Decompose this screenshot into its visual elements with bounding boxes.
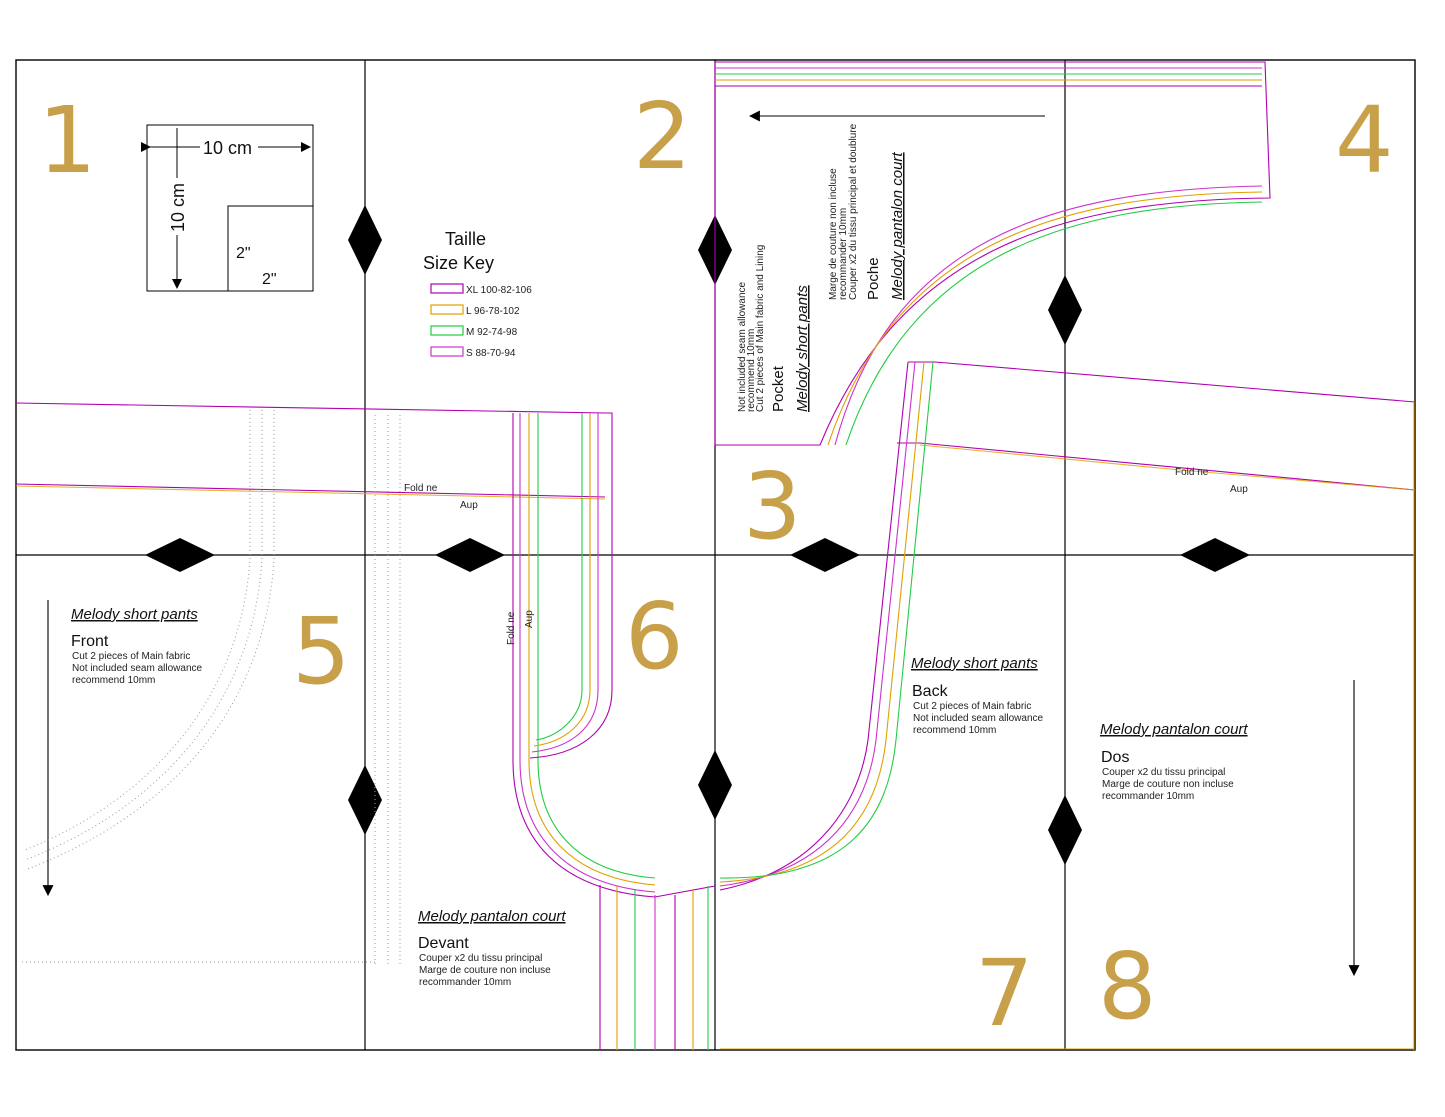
aup-label-back: Aup: [1230, 484, 1248, 495]
page-number-7: 7: [975, 940, 1034, 1047]
diamond-marker: [1048, 275, 1082, 345]
pocket-fr-line-3: Marge de couture non incluse: [828, 168, 839, 300]
scale-inner-w-label: 2": [262, 271, 277, 288]
back-fr-title: Melody pantalon court: [1100, 721, 1248, 738]
size-key-swatch: [430, 325, 464, 336]
size-key-swatch: [430, 304, 464, 315]
page-number-8: 8: [1098, 933, 1157, 1040]
pocket-en-title: Melody short pants: [794, 285, 811, 412]
pocket-piece: [714, 61, 1271, 446]
size-key-rows: XL 100-82-106 L 96-78-102 M 92-74-98 S 88-7…: [430, 283, 532, 359]
pocket-label-en: Not included seam allowance recommend 10…: [737, 245, 811, 412]
scale-width-label: 10 cm: [203, 138, 252, 158]
diamond-marker: [348, 205, 382, 275]
back-piece: [719, 361, 1416, 1050]
back-en-name: Back: [912, 683, 949, 700]
size-key-label: S 88-70-94: [466, 348, 516, 359]
size-key-swatch: [430, 346, 464, 357]
front-fr-title: Melody pantalon court: [418, 908, 566, 925]
scale-box: 10 cm 10 cm 2" 2": [141, 124, 314, 292]
fold-labels: Fold ne Aup Fold ne Aup Fold ne Aup: [404, 467, 1248, 645]
size-key-label: M 92-74-98: [466, 327, 518, 338]
size-key-subtitle: Size Key: [423, 253, 494, 273]
pocket-en-line-3: Not included seam allowance: [737, 281, 748, 412]
aup-label-front: Aup: [460, 500, 478, 511]
pocket-fr-line-1: Couper x2 du tissu principal et doublure: [848, 123, 859, 300]
scale-inner-h-label: 2": [236, 245, 251, 262]
diamond-marker: [698, 750, 732, 820]
aup-label-vertical: Aup: [524, 610, 535, 628]
diamond-marker: [145, 538, 215, 572]
back-fr-name: Dos: [1101, 749, 1129, 766]
pocket-en-line-1: Cut 2 pieces of Main fabric and Lining: [755, 245, 766, 412]
front-piece: [15, 402, 716, 1050]
back-fr-line-1: Couper x2 du tissu principal: [1102, 767, 1225, 778]
front-fr-line-3: recommander 10mm: [419, 977, 511, 988]
pocket-en-name: Pocket: [770, 365, 787, 412]
back-en-title: Melody short pants: [911, 655, 1038, 672]
back-label-en: Melody short pants Back Cut 2 pieces of …: [911, 655, 1044, 736]
front-en-title: Melody short pants: [71, 606, 198, 623]
page-numbers: 1 2 3 4 5 6 7 8: [38, 83, 1394, 1047]
back-fr-line-2: Marge de couture non incluse: [1102, 779, 1234, 790]
scale-height-label: 10 cm: [168, 183, 188, 232]
front-fr-line-1: Couper x2 du tissu principal: [419, 953, 542, 964]
diamond-marker: [348, 765, 382, 835]
fold-label-vertical: Fold ne: [506, 611, 517, 645]
page-number-4: 4: [1335, 87, 1394, 194]
size-key-swatch: [430, 283, 464, 294]
size-key: Taille Size Key XL 100-82-106 L 96-78-102…: [423, 229, 532, 359]
diamond-marker: [1048, 795, 1082, 865]
front-fr-name: Devant: [418, 935, 469, 952]
pocket-en-line-2: recommend 10mm: [746, 329, 757, 412]
front-en-line-2: Not included seam allowance: [72, 663, 203, 674]
page-number-3: 3: [743, 453, 802, 560]
size-key-label: L 96-78-102: [466, 306, 520, 317]
diamond-marker: [1180, 538, 1250, 572]
pocket-label-fr: Marge de couture non incluse recommander…: [828, 123, 906, 300]
front-en-line-1: Cut 2 pieces of Main fabric: [72, 651, 190, 662]
back-label-fr: Melody pantalon court Dos Couper x2 du t…: [1100, 721, 1248, 802]
pocket-fr-line-2: recommander 10mm: [838, 208, 849, 300]
front-label-fr: Melody pantalon court Devant Couper x2 d…: [418, 908, 566, 988]
dotted-guides: [22, 410, 401, 965]
page-number-1: 1: [38, 87, 97, 194]
back-fr-line-3: recommander 10mm: [1102, 791, 1194, 802]
front-en-name: Front: [71, 633, 109, 650]
fold-label-front: Fold ne: [404, 483, 438, 494]
front-label-en: Melody short pants Front Cut 2 pieces of…: [71, 606, 203, 686]
front-fr-line-2: Marge de couture non incluse: [419, 965, 551, 976]
fold-label-back: Fold ne: [1175, 467, 1209, 478]
alignment-diamonds: [145, 205, 1250, 865]
front-en-line-3: recommend 10mm: [72, 675, 155, 686]
diamond-marker: [435, 538, 505, 572]
page-number-5: 5: [292, 598, 351, 705]
diamond-marker: [790, 538, 860, 572]
back-en-line-2: Not included seam allowance: [913, 713, 1044, 724]
page-number-6: 6: [625, 583, 684, 690]
back-en-line-1: Cut 2 pieces of Main fabric: [913, 701, 1031, 712]
page-number-2: 2: [633, 83, 692, 190]
pocket-fr-name: Poche: [865, 257, 882, 300]
size-key-label: XL 100-82-106: [466, 285, 532, 296]
pocket-fr-title: Melody pantalon court: [889, 152, 906, 300]
back-en-line-3: recommend 10mm: [913, 725, 996, 736]
size-key-title: Taille: [445, 229, 486, 249]
